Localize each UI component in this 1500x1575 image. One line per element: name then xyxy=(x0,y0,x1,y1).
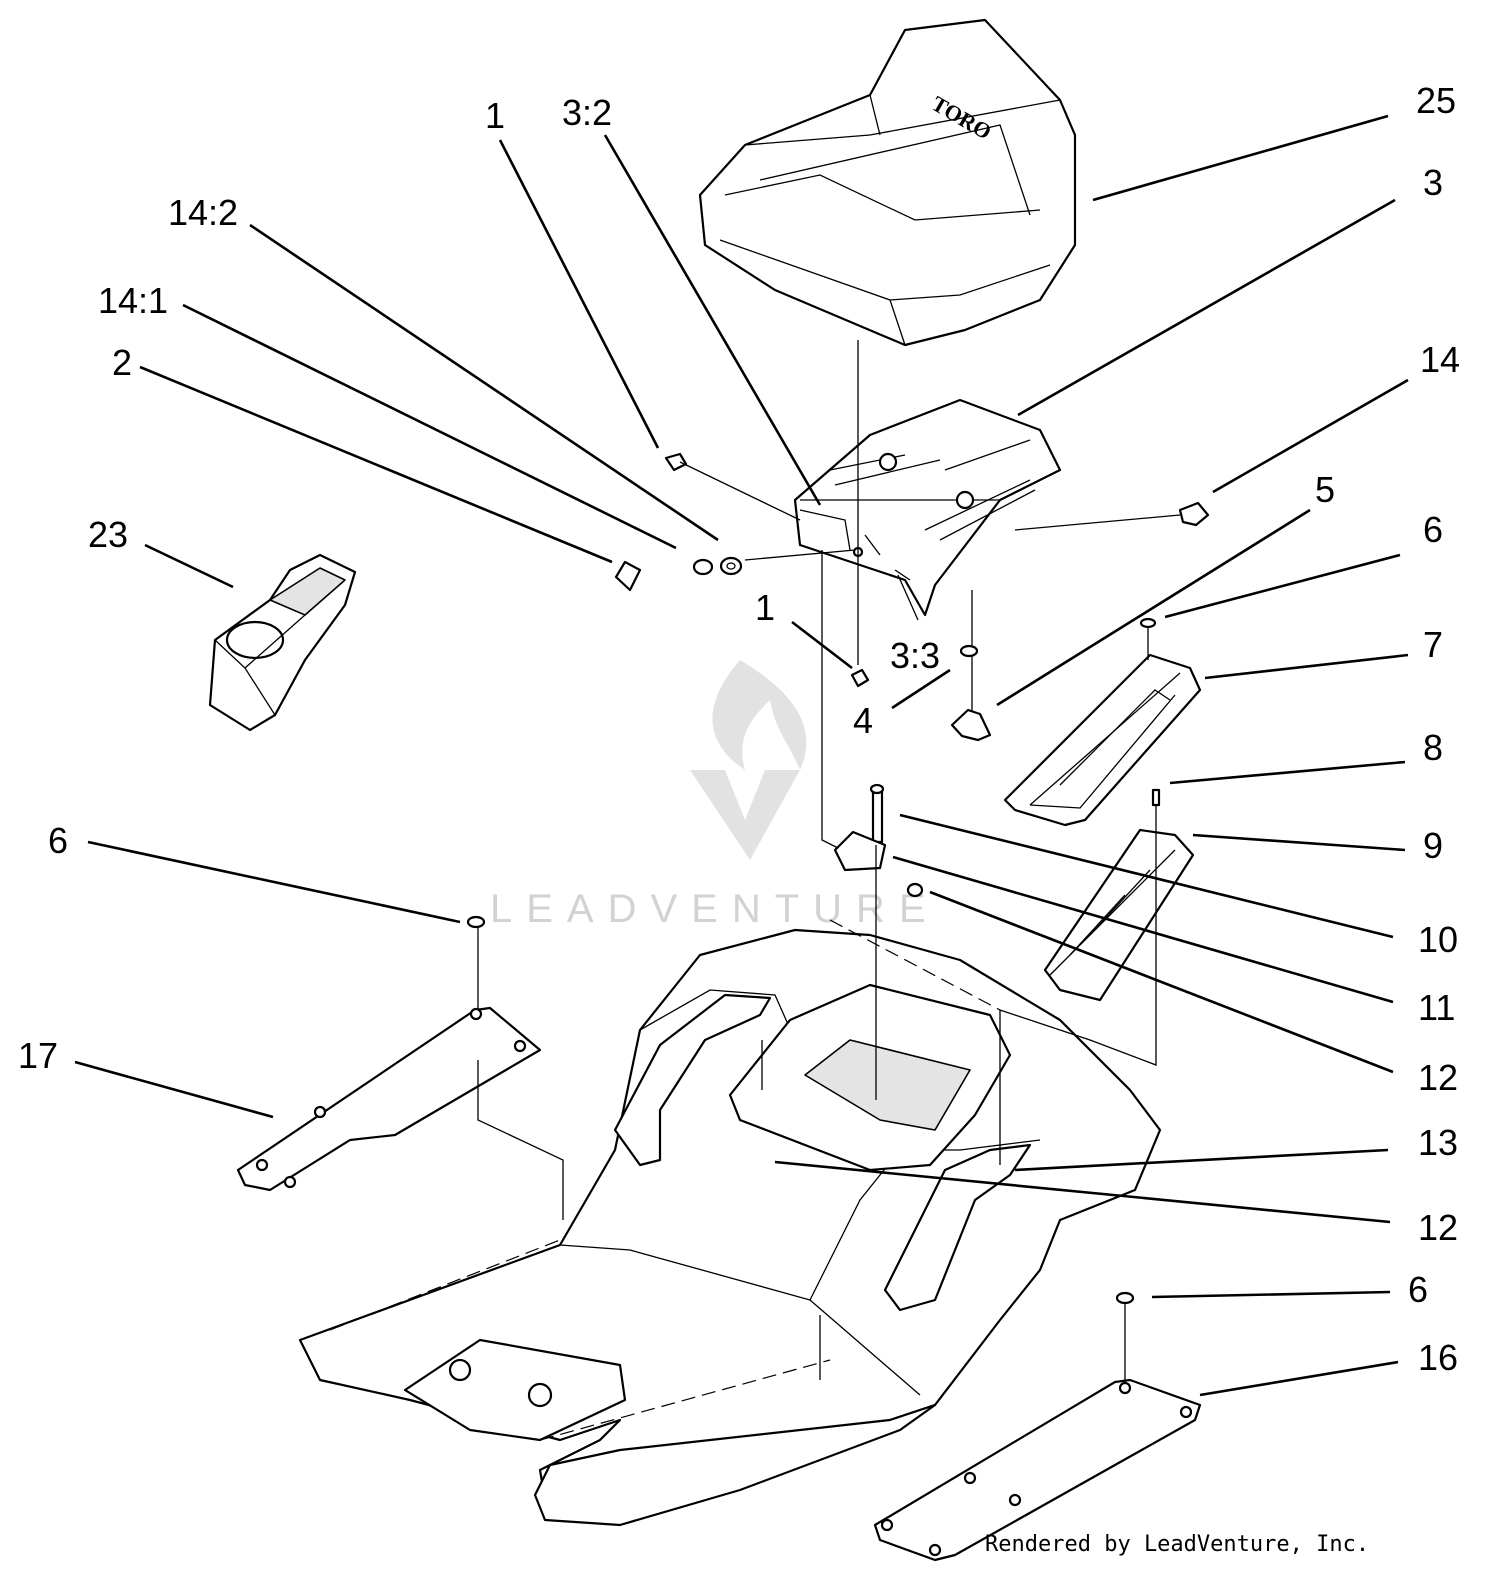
callout-13: 13 xyxy=(1418,1122,1458,1163)
callout-16: 16 xyxy=(1418,1337,1458,1378)
plate-part-7 xyxy=(1003,653,1202,827)
callout-11: 11 xyxy=(1418,987,1455,1028)
callout-5: 5 xyxy=(1315,469,1335,510)
callout-7: 7 xyxy=(1423,624,1443,665)
callout-6-lower: 6 xyxy=(1408,1269,1428,1310)
fender-deck-part xyxy=(298,919,1162,1527)
watermark-logo: LEADVENTURE xyxy=(490,660,940,931)
plate-part-17 xyxy=(236,1006,542,1192)
watermark-text: LEADVENTURE xyxy=(490,887,940,931)
seat-pan-part xyxy=(793,398,1062,617)
callout-4: 4 xyxy=(853,700,873,741)
hardware-parts xyxy=(466,452,1210,1305)
assembly-lines xyxy=(477,340,1181,1382)
callout-14-1: 14:1 xyxy=(98,280,168,321)
callout-14-2: 14:2 xyxy=(168,192,238,233)
callout-1-upper: 1 xyxy=(485,95,505,136)
callout-14: 14 xyxy=(1420,339,1460,380)
callout-2: 2 xyxy=(112,342,132,383)
cup-holder-part xyxy=(208,553,357,732)
plate-part-16 xyxy=(873,1378,1202,1562)
callout-8: 8 xyxy=(1423,727,1443,768)
render-credit: Rendered by LeadVenture, Inc. xyxy=(985,1532,1369,1557)
seat-part: TORO xyxy=(698,18,1077,347)
callout-17: 17 xyxy=(18,1035,58,1076)
callout-10: 10 xyxy=(1418,919,1458,960)
callout-labels: 25 3 14 5 6 7 8 9 10 11 12 13 12 6 16 1 … xyxy=(18,80,1460,1378)
callout-3: 3 xyxy=(1423,162,1443,203)
callout-3-2: 3:2 xyxy=(562,92,612,133)
callout-6-upper: 6 xyxy=(1423,509,1443,550)
callout-3-3: 3:3 xyxy=(890,635,940,676)
callout-23: 23 xyxy=(88,514,128,555)
callout-9: 9 xyxy=(1423,825,1443,866)
callout-6-left: 6 xyxy=(48,820,68,861)
leader-lines xyxy=(74,114,1409,1397)
callout-25: 25 xyxy=(1416,80,1456,121)
callout-12-lower: 12 xyxy=(1418,1207,1458,1248)
callout-1-lower: 1 xyxy=(755,587,775,628)
callout-12-upper: 12 xyxy=(1418,1057,1458,1098)
